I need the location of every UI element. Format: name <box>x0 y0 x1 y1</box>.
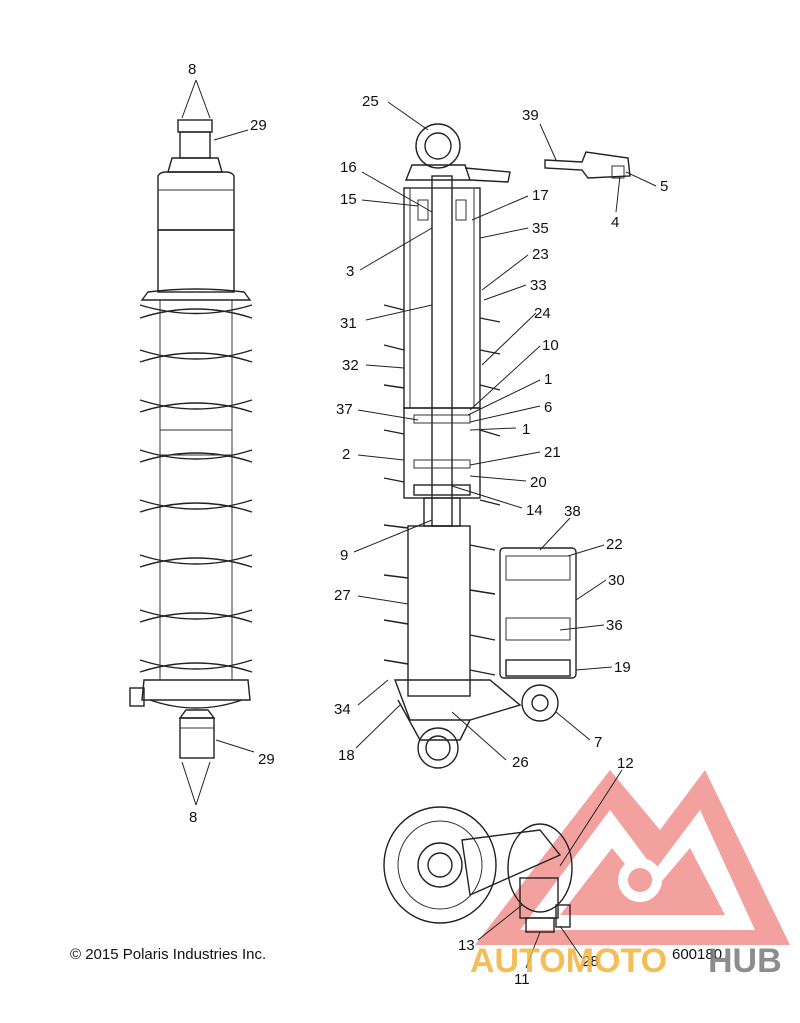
callout-33: 33 <box>530 277 547 294</box>
callout-30: 30 <box>608 572 625 589</box>
callout-9: 9 <box>340 547 348 564</box>
callout-28: 28 <box>582 953 599 970</box>
callout-1a: 1 <box>544 371 552 388</box>
callout-29-bottom: 29 <box>258 751 275 768</box>
callout-18: 18 <box>338 747 355 764</box>
copyright-text: © 2015 Polaris Industries Inc. <box>70 946 266 963</box>
callout-26: 26 <box>512 754 529 771</box>
callout-31: 31 <box>340 315 357 332</box>
callout-21: 21 <box>544 444 561 461</box>
callout-22: 22 <box>606 536 623 553</box>
callout-20: 20 <box>530 474 547 491</box>
callout-39: 39 <box>522 107 539 124</box>
callout-2: 2 <box>342 446 350 463</box>
callout-35: 35 <box>532 220 549 237</box>
callout-24: 24 <box>534 305 551 322</box>
callout-37: 37 <box>336 401 353 418</box>
watermark-logo-icon <box>475 770 790 945</box>
callout-15: 15 <box>340 191 357 208</box>
watermark-text-hub: HUB <box>708 942 782 980</box>
callout-11: 11 <box>514 971 530 988</box>
callout-13: 13 <box>458 937 475 954</box>
left-leaders <box>181 79 255 806</box>
callout-5: 5 <box>660 178 668 195</box>
assembled-shock <box>129 119 253 759</box>
callout-17: 17 <box>532 187 549 204</box>
callout-6: 6 <box>544 399 552 416</box>
callout-1b: 1 <box>522 421 530 438</box>
callout-29-top: 29 <box>250 117 267 134</box>
callout-3: 3 <box>346 263 354 280</box>
callout-36: 36 <box>606 617 623 634</box>
callout-4: 4 <box>611 214 619 231</box>
watermark-text-automoto: AUTOMOTO <box>470 942 667 980</box>
remote-adjuster <box>383 806 573 933</box>
callout-23: 23 <box>532 246 549 263</box>
callout-8-bottom: 8 <box>189 809 197 826</box>
callout-16: 16 <box>340 159 357 176</box>
callout-19: 19 <box>614 659 631 676</box>
callout-10: 10 <box>542 337 559 354</box>
center-leaders <box>353 101 657 969</box>
callout-32: 32 <box>342 357 359 374</box>
callout-8-top: 8 <box>188 61 196 78</box>
callout-25: 25 <box>362 93 379 110</box>
callout-12: 12 <box>617 755 634 772</box>
callouts: 8 29 29 8 25 16 15 3 31 32 37 2 9 27 34 … <box>188 61 668 988</box>
callout-38: 38 <box>564 503 581 520</box>
cutaway-shock <box>383 123 631 769</box>
callout-14: 14 <box>526 502 543 519</box>
figure-number: 600180 <box>672 946 722 963</box>
callout-7: 7 <box>594 734 602 751</box>
callout-27: 27 <box>334 587 351 604</box>
callout-34: 34 <box>334 701 351 718</box>
